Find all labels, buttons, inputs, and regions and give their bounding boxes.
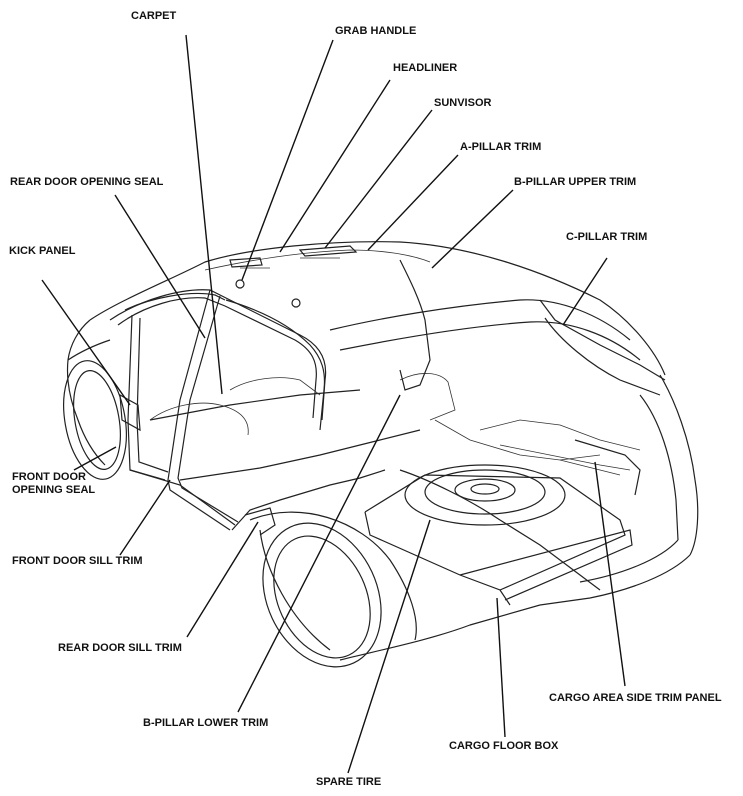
car-body — [63, 241, 699, 668]
label-front-door-opening-seal-line2: OPENING SEAL — [12, 484, 96, 496]
leader-carpet — [185, 34, 223, 395]
leader-kick-panel — [41, 279, 131, 406]
leader-grab-handle — [241, 39, 334, 281]
label-front-door-opening-seal-line1: FRONT DOOR — [12, 471, 86, 483]
leader-a-pillar-trim — [367, 154, 459, 251]
leader-sunvisor — [324, 109, 433, 249]
label-cargo-floor-box: CARGO FLOOR BOX — [449, 740, 559, 752]
label-rear-door-opening-seal: REAR DOOR OPENING SEAL — [10, 176, 164, 188]
label-rear-door-sill-trim: REAR DOOR SILL TRIM — [58, 642, 182, 654]
label-grab-handle: GRAB HANDLE — [335, 25, 417, 37]
leader-b-pillar-upper-trim — [431, 189, 514, 269]
label-spare-tire: SPARE TIRE — [316, 776, 382, 788]
leader-cargo-area-side-trim-panel — [594, 461, 626, 687]
leader-front-door-opening-seal — [73, 446, 117, 471]
label-b-pillar-upper-trim: B-PILLAR UPPER TRIM — [514, 176, 637, 188]
leader-rear-door-sill-trim — [186, 521, 259, 638]
leader-rear-door-opening-seal — [114, 194, 206, 339]
leader-spare-tire — [347, 519, 431, 774]
leader-c-pillar-trim — [562, 257, 608, 326]
leader-cargo-floor-box — [496, 597, 506, 738]
leader-headliner — [279, 79, 391, 253]
label-a-pillar-trim: A-PILLAR TRIM — [460, 141, 542, 153]
label-kick-panel: KICK PANEL — [9, 245, 76, 257]
label-sunvisor: SUNVISOR — [434, 97, 492, 109]
label-headliner: HEADLINER — [393, 62, 458, 74]
label-b-pillar-lower-trim: B-PILLAR LOWER TRIM — [143, 717, 269, 729]
label-front-door-sill-trim: FRONT DOOR SILL TRIM — [12, 555, 143, 567]
label-cargo-area-side-trim-panel: CARGO AREA SIDE TRIM PANEL — [549, 692, 722, 704]
label-c-pillar-trim: C-PILLAR TRIM — [566, 231, 648, 243]
leader-front-door-sill-trim — [119, 479, 171, 556]
label-carpet: CARPET — [131, 10, 177, 22]
leader-lines — [41, 34, 626, 774]
leader-b-pillar-lower-trim — [237, 394, 401, 713]
